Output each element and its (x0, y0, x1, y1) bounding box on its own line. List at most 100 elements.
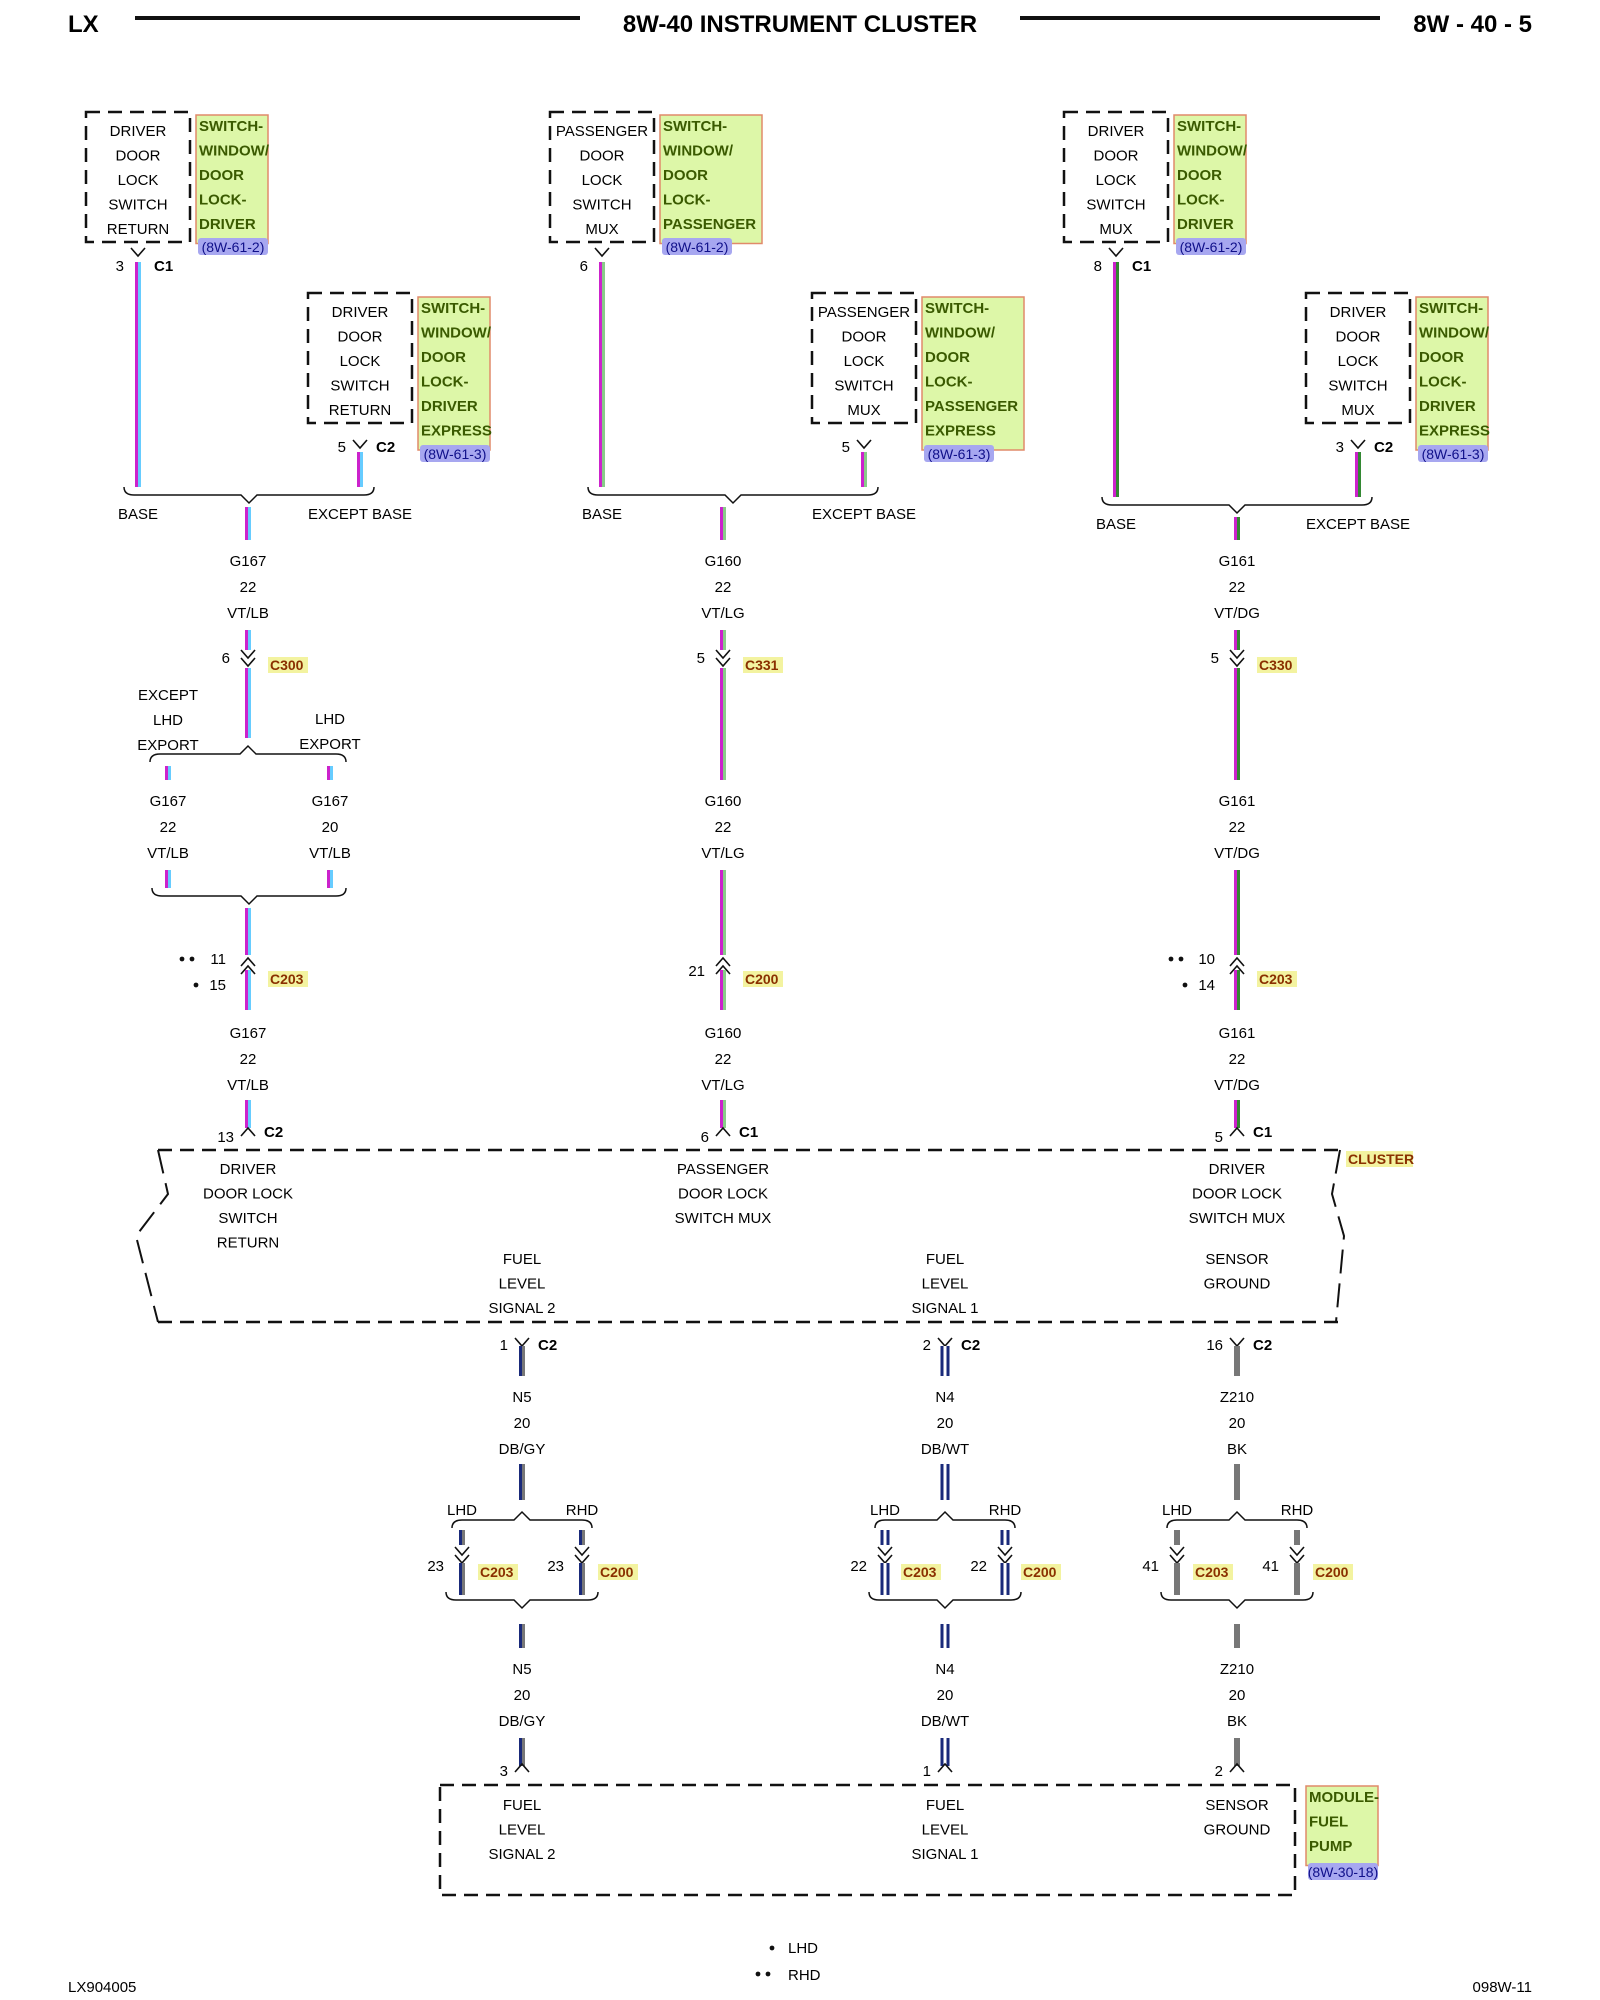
fuel-wire1-label: 20 (1229, 1415, 1246, 1432)
exp-switch-comp-text: SWITCH- (925, 300, 989, 317)
wire2-label: G160 (705, 793, 742, 810)
wire1-label: 22 (715, 579, 732, 596)
exp-switch-comp-text: DRIVER (421, 398, 478, 415)
wire2-label: VT/DG (1214, 845, 1260, 862)
label-lhd-export: EXPORT (299, 736, 360, 753)
fuel-wire2-label: DB/GY (499, 1713, 546, 1730)
cluster-pin-num: 13 (217, 1129, 234, 1146)
fuel-branch-pin-num: 23 (427, 1558, 444, 1575)
inline2-conn-box (1257, 971, 1297, 987)
exp-switch-text: SWITCH (330, 378, 389, 395)
top-switch-comp-text: LOCK- (1177, 192, 1225, 209)
inline2-pin (715, 964, 731, 975)
wire3-label: G167 (230, 1025, 267, 1042)
fuel-cluster-func: FUEL (926, 1251, 964, 1268)
fuel-wire2-label: 20 (937, 1687, 954, 1704)
top-switch-comp-text: WINDOW/ (1177, 143, 1248, 160)
fuel-cluster-func: SIGNAL 2 (489, 1300, 556, 1317)
label-base: BASE (582, 506, 622, 523)
exp-switch-comp-text: DOOR (1419, 349, 1464, 366)
fuel-split-brace (1166, 1510, 1308, 1529)
top-switch-ref-text: (8W-61-2) (666, 239, 729, 255)
fuel-wire2-label: 20 (514, 1687, 531, 1704)
inline1-pin (240, 649, 256, 660)
top-switch-comp-text: WINDOW/ (663, 143, 734, 160)
top-switch-text: PASSENGER (556, 123, 648, 140)
fuel-branch-conn-box (1021, 1564, 1061, 1580)
cluster-func: DRIVER (220, 1161, 277, 1178)
top-switch-comp-box (659, 114, 763, 245)
fuel-wire1-label: 20 (937, 1415, 954, 1432)
cluster-conn: C1 (739, 1124, 758, 1141)
fuel-branch-conn-box (1313, 1564, 1353, 1580)
inline1-conn-box (1257, 657, 1297, 673)
exp-switch-comp-text: PASSENGER (925, 398, 1018, 415)
fuel-wire2-label: N4 (935, 1661, 954, 1678)
top-switch-conn: C1 (1132, 258, 1151, 275)
inline1-conn-box (743, 657, 783, 673)
fuel-branch-conn-box (1193, 1564, 1233, 1580)
pump-func: SENSOR (1205, 1797, 1269, 1814)
exp-switch-pin-num: 3 (1336, 439, 1344, 456)
cluster-box-left (134, 1149, 170, 1323)
wire3-label: G161 (1219, 1025, 1256, 1042)
pump-func: LEVEL (922, 1822, 969, 1839)
fuel-cluster-conn: C2 (961, 1337, 980, 1354)
pump-ref-text: (8W-30-18) (1308, 1864, 1379, 1880)
exp-switch-comp-text: WINDOW/ (925, 325, 996, 342)
cluster-func: SWITCH (218, 1210, 277, 1227)
top-switch-conn: C1 (154, 258, 173, 275)
wire1-label: G167 (230, 553, 267, 570)
exp-switch-comp-text: SWITCH- (421, 300, 485, 317)
cluster-pin-num: 6 (701, 1129, 709, 1146)
wire2-label: G161 (1219, 793, 1256, 810)
pump-pin (514, 1762, 530, 1773)
top-switch-ref-text: (8W-61-2) (1180, 239, 1243, 255)
fuel-cluster-pin (1229, 1337, 1245, 1348)
top-switch-pin (130, 247, 146, 258)
fuel-branch-pin-num: 22 (970, 1558, 987, 1575)
fuel-split-brace (874, 1510, 1016, 1529)
cluster-conn: C1 (1253, 1124, 1272, 1141)
wire3-label: VT/LB (227, 1077, 269, 1094)
exp-switch-comp-text: EXPRESS (421, 423, 492, 440)
pump-pin-num: 1 (923, 1763, 931, 1780)
wire1-label: VT/LG (701, 605, 744, 622)
fuel-branch-pin-num: 22 (850, 1558, 867, 1575)
wire3-label: VT/DG (1214, 1077, 1260, 1094)
fuel-rhd: RHD (989, 1502, 1022, 1519)
fuel-split-brace (451, 1510, 593, 1529)
top-switch-text: LOCK (582, 172, 623, 189)
label-except-lhd-export: LHD (153, 712, 183, 729)
footer-right: 098W-11 (1473, 1979, 1532, 1996)
top-switch-text: MUX (1099, 221, 1132, 238)
pump-comp-box (1305, 1785, 1379, 1867)
pump-pin-num: 2 (1215, 1763, 1223, 1780)
pump-func: SIGNAL 2 (489, 1846, 556, 1863)
top-switch-text: SWITCH (1086, 197, 1145, 214)
top-switch-text: RETURN (107, 221, 170, 238)
inline1-pin-num: 5 (1211, 650, 1219, 667)
exp-switch-text: LOCK (844, 353, 885, 370)
exp-switch-text: SWITCH (1328, 378, 1387, 395)
legend-lhd: LHD (788, 1940, 818, 1957)
fuel-branch-conn-box (598, 1564, 638, 1580)
top-switch-text: DRIVER (1088, 123, 1145, 140)
exp-switch-text: SWITCH (834, 378, 893, 395)
fuel-lhd: LHD (1162, 1502, 1192, 1519)
exp-switch-text: DOOR (338, 329, 383, 346)
inline2-conn-text: C200 (745, 971, 779, 987)
inline2-dot (189, 956, 195, 962)
label-base: BASE (118, 506, 158, 523)
pump-comp-text: PUMP (1309, 1838, 1352, 1855)
pump-comp-text: MODULE- (1309, 1789, 1379, 1806)
fuel-merge-brace (868, 1591, 1022, 1610)
pump-func: FUEL (926, 1797, 964, 1814)
fuel-branch-pin (1169, 1546, 1185, 1557)
exp-switch-text: LOCK (1338, 353, 1379, 370)
fuel-lhd: LHD (447, 1502, 477, 1519)
inline1-pin (715, 649, 731, 660)
exp-switch-comp-text: SWITCH- (1419, 300, 1483, 317)
fuel-branch-conn-text: C200 (600, 1564, 634, 1580)
fuel-wire2-label: Z210 (1220, 1661, 1254, 1678)
